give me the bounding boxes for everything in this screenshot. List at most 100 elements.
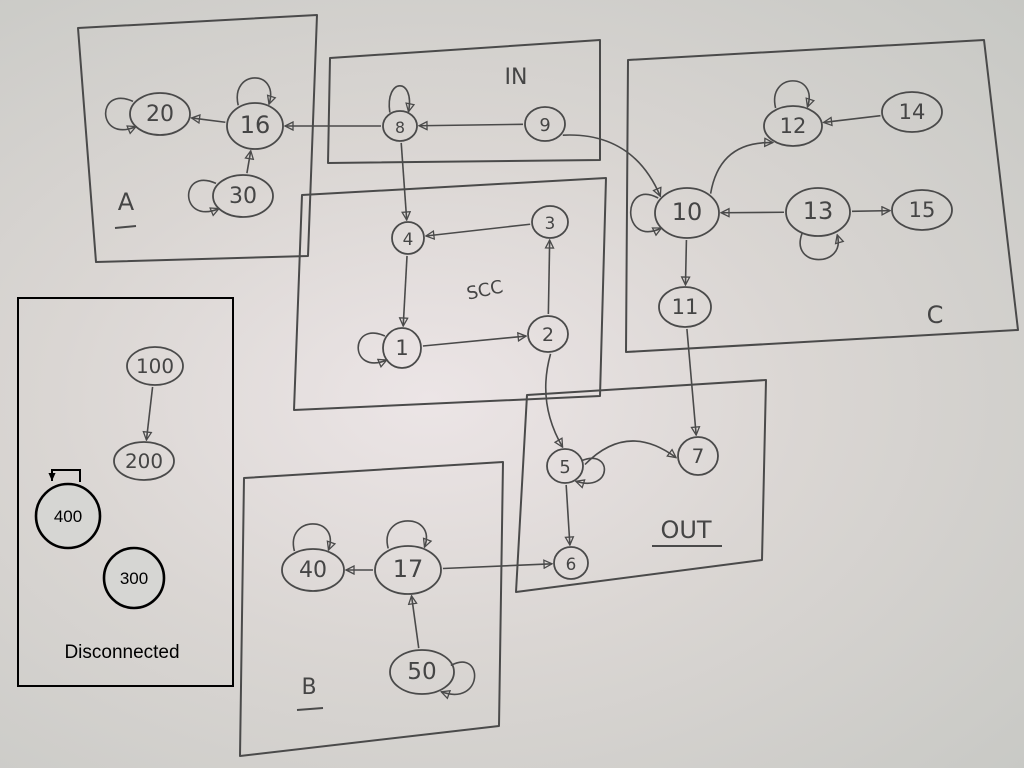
node-10: 10 (654, 187, 720, 239)
node-circle-3 (531, 205, 569, 239)
node-label-13: 13 (803, 197, 834, 225)
edge-11-to-7 (686, 328, 696, 435)
node-1: 1 (382, 327, 422, 369)
self-loop-13 (799, 233, 838, 261)
node-100: 100 (126, 346, 184, 386)
node-circle-30 (212, 174, 274, 218)
edge-5-to-7 (584, 440, 676, 466)
node-label-40: 40 (299, 558, 327, 583)
node-circle-50 (389, 649, 455, 695)
edge-4-to-1 (403, 255, 407, 326)
node-4: 4 (391, 221, 425, 255)
edge-100-to-200 (146, 386, 154, 440)
node-14: 14 (881, 91, 943, 133)
self-loop-16 (236, 77, 270, 105)
node-circle-16 (226, 102, 284, 150)
self-loop-400 (48, 469, 81, 482)
node-circle-7 (677, 436, 719, 476)
node-label-14: 14 (899, 100, 926, 124)
node-circle-8 (382, 110, 418, 142)
group-label-C: C (927, 301, 944, 329)
node-label-12: 12 (780, 114, 807, 138)
node-label-100: 100 (136, 354, 174, 378)
node-circle-4 (391, 221, 425, 255)
node-12: 12 (763, 105, 823, 147)
edge-14-to-12 (824, 114, 881, 123)
node-label-9: 9 (539, 115, 550, 136)
edge-1-to-2 (422, 336, 526, 347)
node-8: 8 (382, 110, 418, 142)
node-label-30: 30 (229, 184, 257, 209)
node-label-16: 16 (240, 111, 271, 139)
node-circle-400 (34, 482, 102, 550)
edge-5-to-6 (566, 484, 570, 545)
node-label-15: 15 (909, 198, 936, 222)
self-loop-12 (773, 80, 810, 108)
node-label-300: 300 (120, 569, 148, 588)
self-loop-17 (386, 520, 426, 549)
edge-9-to-8 (419, 124, 524, 125)
group-label-A: A (118, 188, 135, 216)
node-label-7: 7 (692, 444, 705, 468)
node-circle-1 (382, 327, 422, 369)
node-2: 2 (527, 315, 569, 353)
node-30: 30 (212, 174, 274, 218)
node-circle-5 (546, 448, 584, 484)
edge-17-to-6 (442, 564, 552, 570)
self-loop-1 (357, 332, 387, 363)
group-box-A (77, 14, 318, 263)
node-5: 5 (546, 448, 584, 484)
node-7: 7 (677, 436, 719, 476)
node-circle-200 (113, 441, 175, 481)
node-circle-2 (527, 315, 569, 353)
edge-10-to-11 (685, 239, 686, 285)
edge-9-to-10 (562, 134, 661, 196)
group-label-disconnected: Disconnected (64, 642, 179, 663)
node-label-5: 5 (559, 457, 570, 478)
self-loop-20 (104, 97, 136, 129)
node-circle-300 (102, 546, 166, 610)
node-label-10: 10 (672, 198, 703, 226)
node-circle-20 (129, 92, 191, 136)
edge-3-to-4 (426, 223, 531, 236)
node-circle-15 (891, 189, 953, 231)
edge-13-to-15 (851, 211, 890, 212)
node-9: 9 (524, 106, 566, 142)
edge-8-to-4 (400, 142, 407, 220)
node-label-200: 200 (125, 449, 163, 473)
self-loops-layer (48, 77, 838, 694)
node-400: 400 (34, 482, 102, 550)
node-circle-12 (763, 105, 823, 147)
node-circle-13 (785, 187, 851, 237)
node-circle-10 (654, 187, 720, 239)
group-box-B (239, 461, 504, 757)
node-16: 16 (226, 102, 284, 150)
node-50: 50 (389, 649, 455, 695)
node-circle-9 (524, 106, 566, 142)
node-label-2: 2 (542, 324, 554, 346)
node-circle-14 (881, 91, 943, 133)
node-6: 6 (553, 546, 589, 580)
group-box-SCC (293, 177, 607, 411)
edge-2-to-3 (548, 240, 549, 315)
self-loop-10 (629, 193, 662, 231)
node-17: 17 (374, 545, 442, 595)
edge-50-to-17 (412, 596, 420, 649)
group-box-C (625, 39, 1019, 353)
self-loop-5 (576, 457, 606, 483)
node-label-400: 400 (54, 507, 82, 526)
group-box-IN (327, 39, 601, 164)
node-3: 3 (531, 205, 569, 239)
self-loop-30 (187, 179, 219, 211)
node-300: 300 (102, 546, 166, 610)
self-loop-8 (388, 85, 409, 113)
node-circle-40 (281, 548, 345, 592)
node-200: 200 (113, 441, 175, 481)
node-label-1: 1 (395, 336, 408, 360)
group-label-IN: IN (505, 65, 528, 90)
node-circle-11 (658, 286, 712, 328)
edge-10-to-12 (709, 143, 773, 194)
node-circle-100 (126, 346, 184, 386)
node-13: 13 (785, 187, 851, 237)
